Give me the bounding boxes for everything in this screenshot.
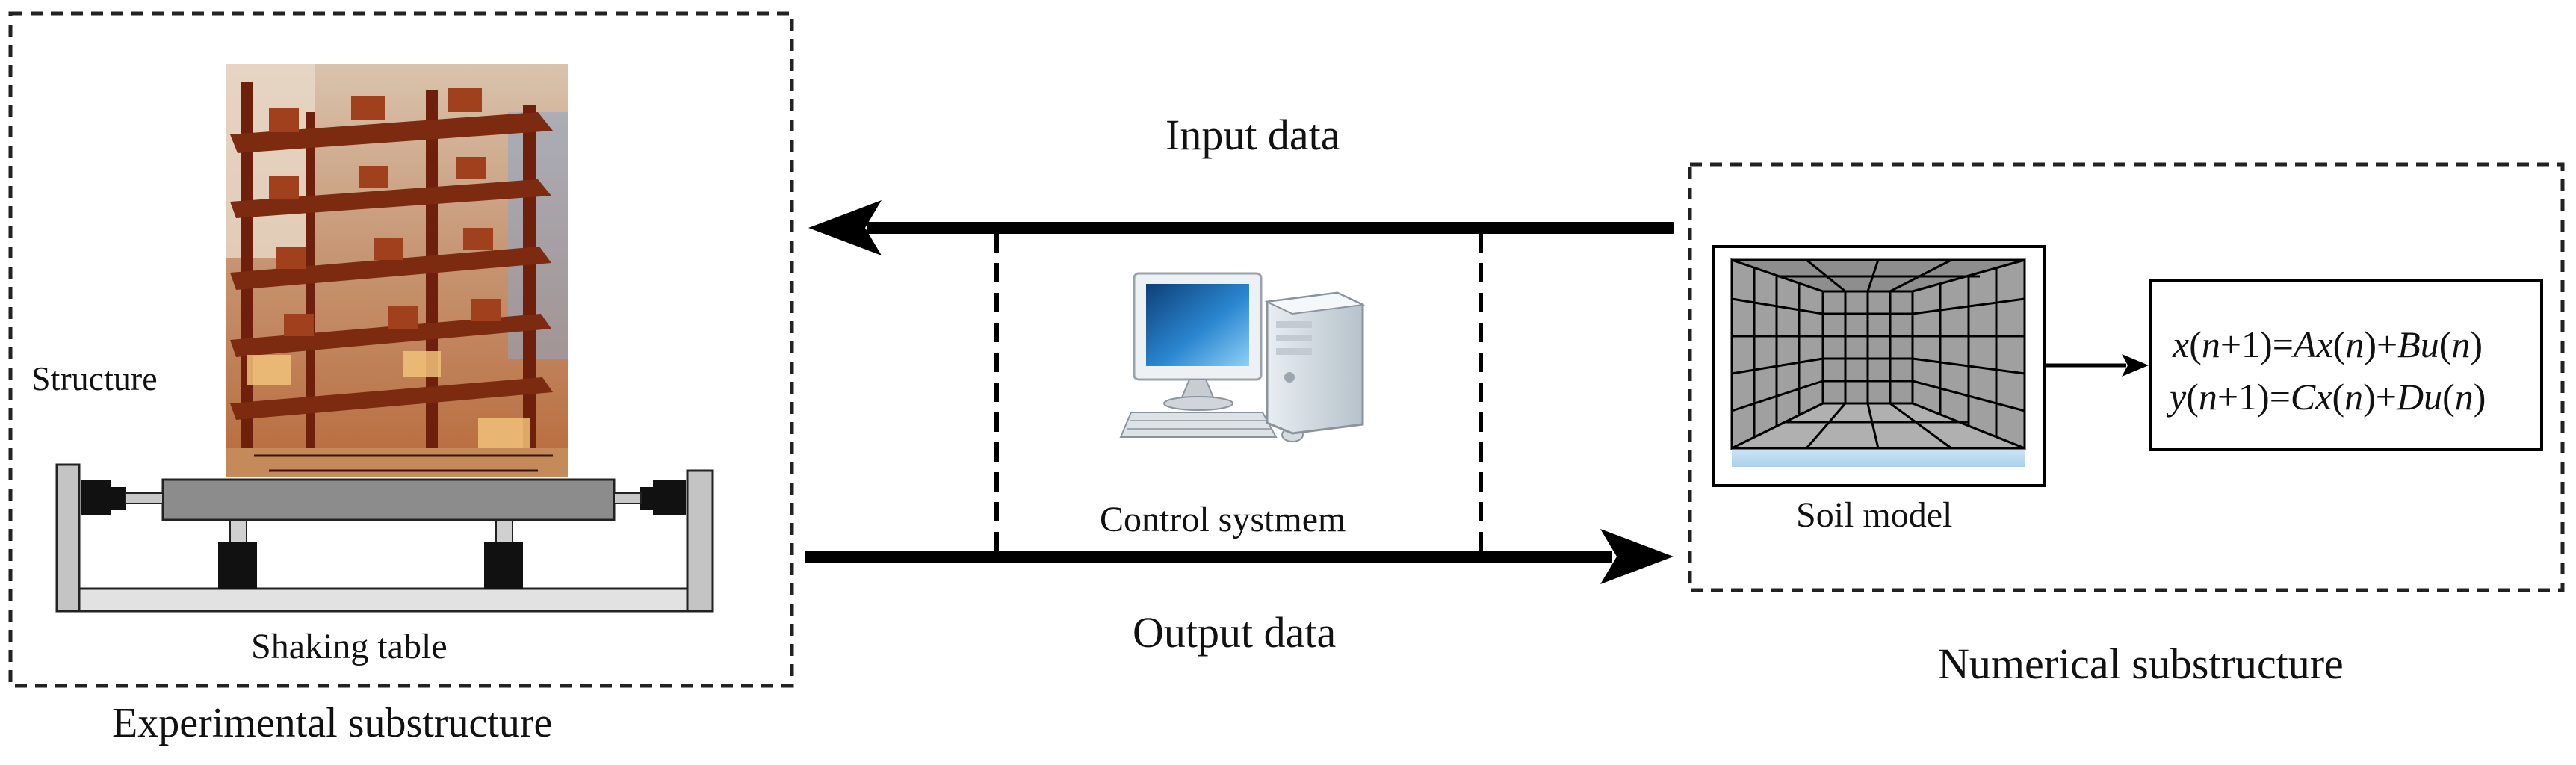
eq1-plus: )+ (2364, 323, 2398, 365)
shaking-table-label: Shaking table (251, 627, 448, 666)
output-arrow-head (1600, 529, 1674, 584)
eq1-u: u (2420, 323, 2439, 365)
shaking-table (55, 463, 714, 613)
soil-to-equation-arrowhead (2122, 354, 2149, 377)
equation-line-2: y(n+1)=Cx(n)+Du(n) (2170, 376, 2486, 418)
output-data-label: Output data (1133, 608, 1337, 657)
soil-mesh-icon (1730, 258, 2026, 467)
eq1-n2: n (2345, 323, 2365, 365)
eq1-n: n (2201, 323, 2220, 365)
numerical-substructure-box (1688, 162, 2565, 592)
numerical-substructure-label: Numerical substructure (1938, 639, 2344, 688)
eq1-x2: x (2316, 323, 2333, 365)
eq2-D: D (2396, 376, 2424, 418)
control-system-label: Control systmem (1100, 500, 1346, 539)
input-data-label: Input data (1165, 111, 1340, 159)
eq2-plus-one: +1)= (2217, 376, 2291, 418)
eq1-x: x (2173, 323, 2190, 365)
eq2-n3: n (2454, 376, 2474, 418)
eq2-n2: n (2344, 376, 2364, 418)
eq1-n3: n (2451, 323, 2471, 365)
eq2-y: y (2170, 376, 2187, 418)
equation-line-1: x(n+1)=Ax(n)+Bu(n) (2173, 323, 2483, 365)
eq2-plus: )+ (2363, 376, 2397, 418)
state-space-equation-box (2149, 279, 2543, 451)
computer-icon (1119, 272, 1366, 442)
structure-photo (226, 64, 568, 477)
input-arrow-head (808, 200, 882, 255)
eq1-B: B (2397, 323, 2421, 365)
eq2-n: n (2198, 376, 2217, 418)
eq1-plus-one: +1)= (2220, 323, 2294, 365)
soil-model-label: Soil model (1796, 495, 1953, 535)
eq1-A: A (2293, 323, 2317, 365)
experimental-substructure-label: Experimental substructure (112, 700, 553, 746)
eq2-u: u (2424, 376, 2443, 418)
experimental-substructure-box (8, 11, 794, 688)
structure-label: Structure (31, 359, 158, 397)
eq2-x: x (2315, 376, 2332, 418)
eq2-C: C (2290, 376, 2316, 418)
